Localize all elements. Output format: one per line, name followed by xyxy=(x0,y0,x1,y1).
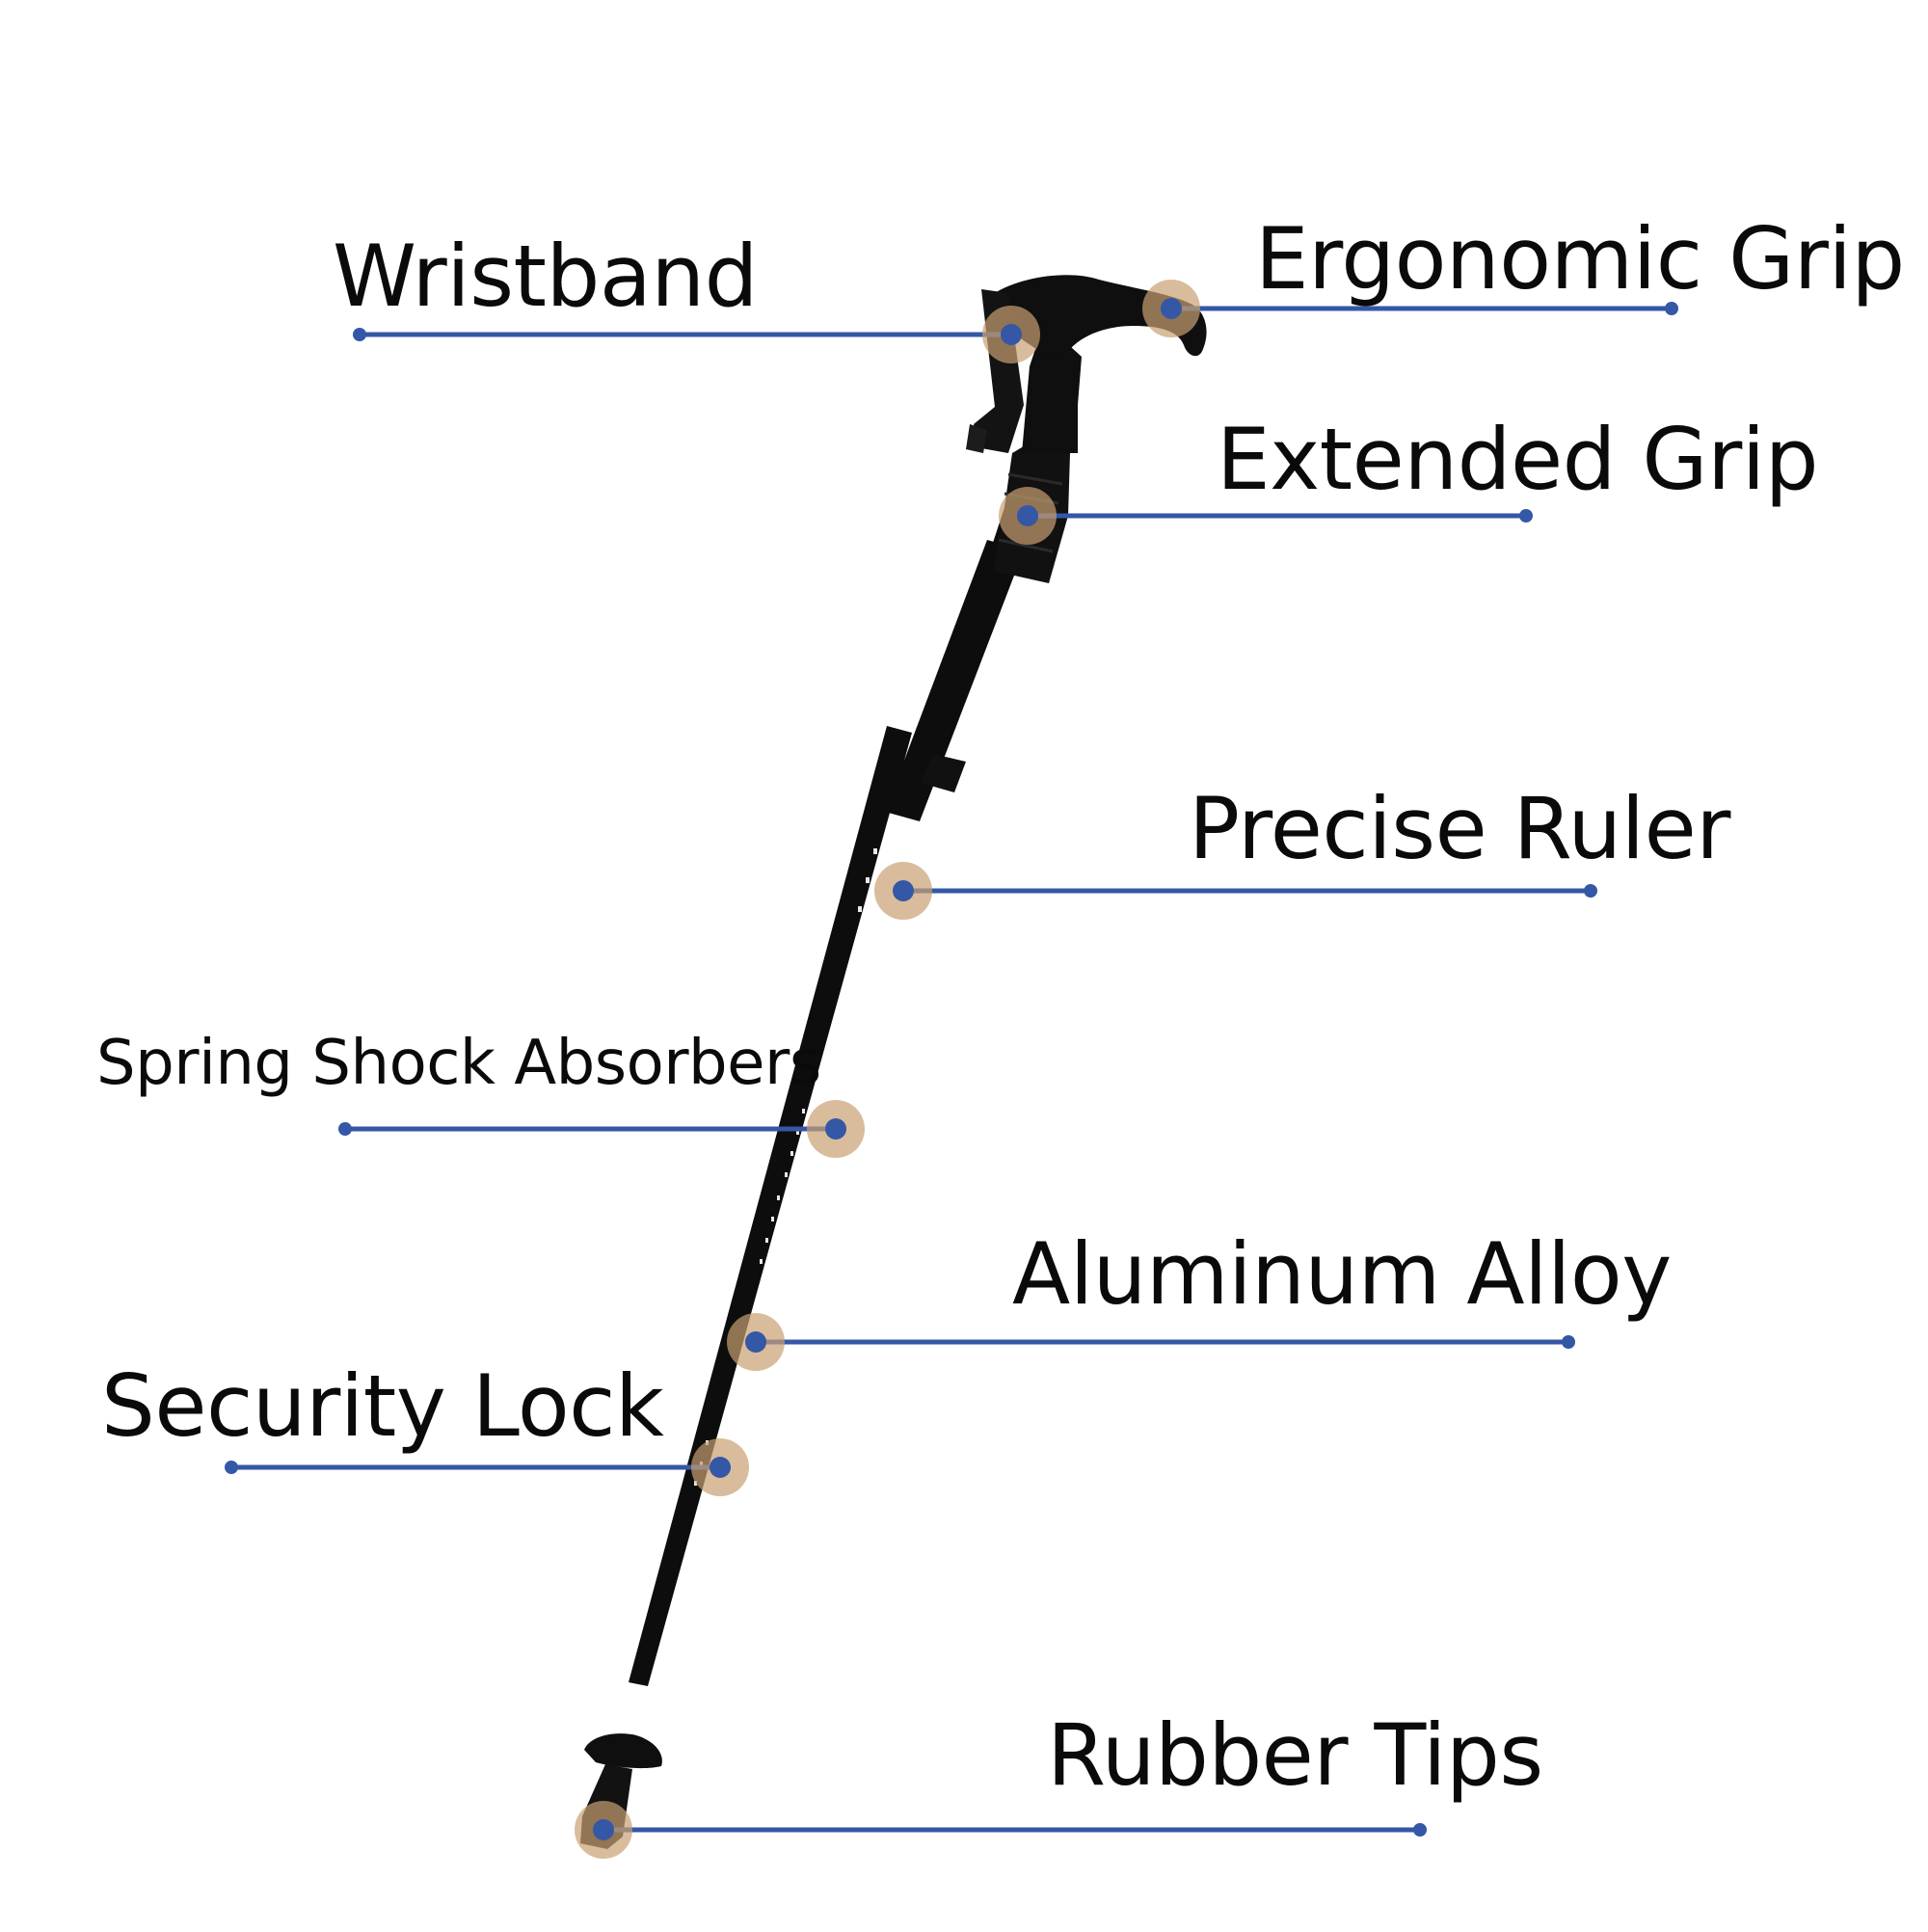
label-ergonomic-grip: Ergonomic Grip xyxy=(1255,209,1905,309)
leader-end-dot-aluminum-alloy xyxy=(1562,1335,1575,1349)
marker-dot-rubber-tips[interactable] xyxy=(593,1819,614,1840)
pole-ruler-marks xyxy=(694,848,877,1486)
pole-basket xyxy=(584,1733,662,1769)
pole-wrist-strap-loop xyxy=(966,424,987,453)
label-spring-shock-absorbers: Spring Shock Absorbers xyxy=(96,1028,821,1099)
label-aluminum-alloy: Aluminum Alloy xyxy=(1012,1224,1672,1324)
marker-dot-wristband[interactable] xyxy=(1001,324,1022,345)
label-rubber-tips: Rubber Tips xyxy=(1047,1705,1543,1805)
label-wristband: Wristband xyxy=(333,227,758,326)
marker-dot-ergonomic-grip[interactable] xyxy=(1161,298,1182,319)
leader-end-dot-rubber-tips xyxy=(1413,1823,1427,1837)
callout-markers xyxy=(575,280,1200,1859)
pole-middle-shaft xyxy=(885,540,1024,821)
marker-dot-spring-shock-absorbers[interactable] xyxy=(825,1118,846,1140)
leader-end-dot-extended-grip xyxy=(1519,509,1533,523)
marker-dot-aluminum-alloy[interactable] xyxy=(745,1331,766,1353)
label-precise-ruler: Precise Ruler xyxy=(1189,779,1730,878)
leader-end-dot-spring-shock-absorbers xyxy=(338,1122,352,1136)
leader-end-dot-precise-ruler xyxy=(1584,884,1597,898)
marker-dot-precise-ruler[interactable] xyxy=(893,880,914,901)
pole-handle-stem xyxy=(1022,337,1082,453)
callout-leader-lines xyxy=(225,302,1678,1837)
leader-end-dot-wristband xyxy=(353,328,366,341)
pole-lower-shaft xyxy=(629,726,912,1686)
trekking-pole-illustration xyxy=(580,275,1207,1849)
label-extended-grip: Extended Grip xyxy=(1217,410,1819,509)
marker-dot-security-lock[interactable] xyxy=(710,1457,731,1478)
marker-dot-extended-grip[interactable] xyxy=(1017,505,1038,526)
pole-flick-lock xyxy=(921,754,966,792)
leader-end-dot-security-lock xyxy=(225,1461,238,1474)
leader-end-dot-ergonomic-grip xyxy=(1665,302,1678,315)
label-security-lock: Security Lock xyxy=(101,1356,664,1456)
